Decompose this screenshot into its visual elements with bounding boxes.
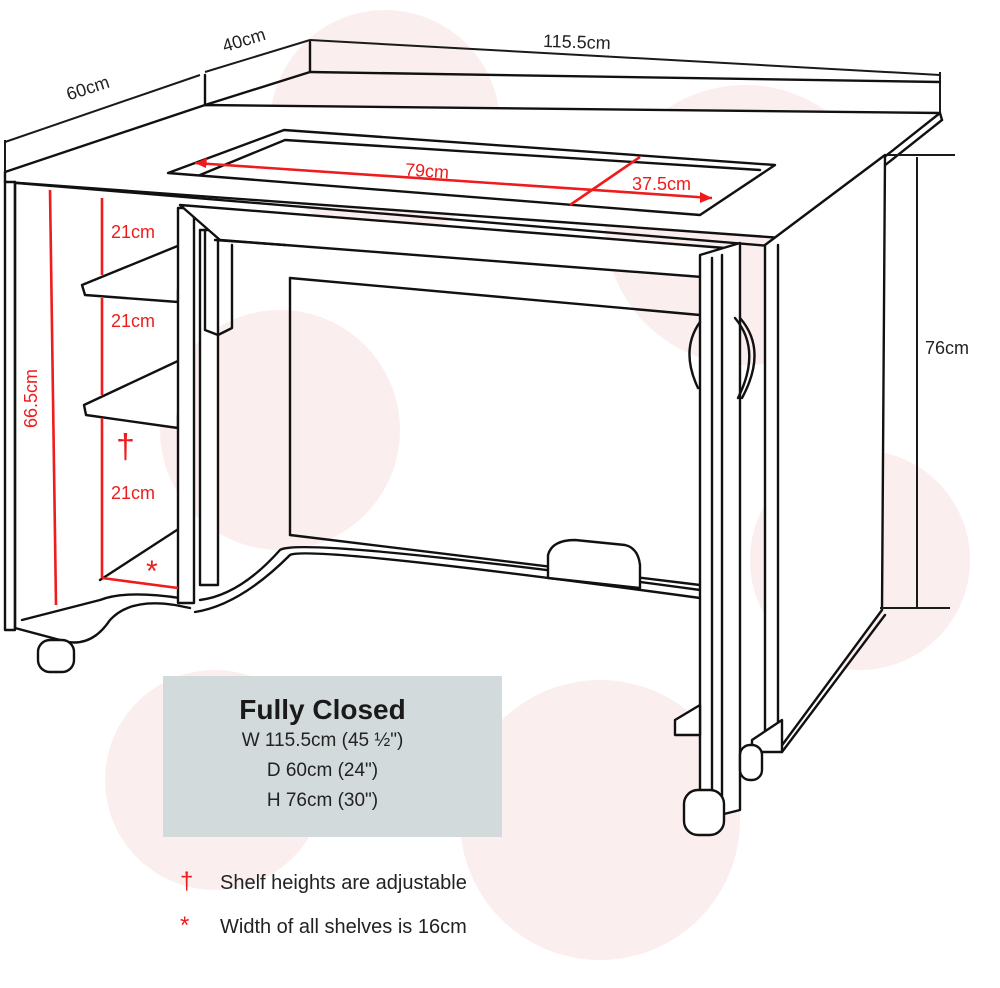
shelf-top [80, 243, 182, 304]
dagger-mark: † [116, 428, 135, 466]
inner-partition [176, 206, 196, 605]
caster-wheels [36, 638, 764, 837]
right-door-panel [698, 241, 742, 822]
note-text: Shelf heights are adjustable [220, 872, 467, 894]
note-shelf-width: * Width of all shelves is 16cm [180, 912, 467, 940]
red-dimension-arrows [48, 155, 713, 606]
shelf-middle [82, 358, 182, 430]
shelf-gap-1-label: 21cm [111, 222, 156, 242]
info-width-row: W 115.5cm (45 ½") [241, 730, 404, 751]
info-height-row: H 76cm (30") [266, 790, 379, 811]
star-mark: * [146, 555, 158, 588]
width-115-label: 115.5cm [542, 30, 612, 54]
machine-opening [166, 128, 777, 217]
shelf-gap-2-label: 21cm [111, 311, 156, 331]
opening-79cm-label: 79cm [404, 159, 450, 183]
opening-37-5cm-label: 37.5cm [632, 174, 692, 194]
dagger-icon: † [180, 868, 194, 895]
door-handle [733, 316, 756, 400]
height-76cm-label: 76cm [925, 338, 970, 358]
right-side-panel [763, 153, 887, 750]
note-adjustable-shelves: † Shelf heights are adjustable [180, 868, 467, 896]
note-text: Width of all shelves is 16cm [220, 916, 467, 938]
side-height-66-5cm-label: 66.5cm [21, 368, 42, 429]
dimension-lines [4, 39, 955, 609]
shelf-gap-3-label: 21cm [111, 483, 156, 503]
info-depth-row: D 60cm (24") [266, 760, 379, 781]
partition-front [198, 228, 220, 587]
fully-closed-info-box: Fully Closed W 115.5cm (45 ½") D 60cm (2… [163, 676, 502, 837]
asterisk-icon: * [180, 912, 190, 939]
left-side-panel [3, 180, 17, 632]
info-box-title: Fully Closed [239, 694, 406, 725]
footrest-bar [546, 538, 642, 590]
